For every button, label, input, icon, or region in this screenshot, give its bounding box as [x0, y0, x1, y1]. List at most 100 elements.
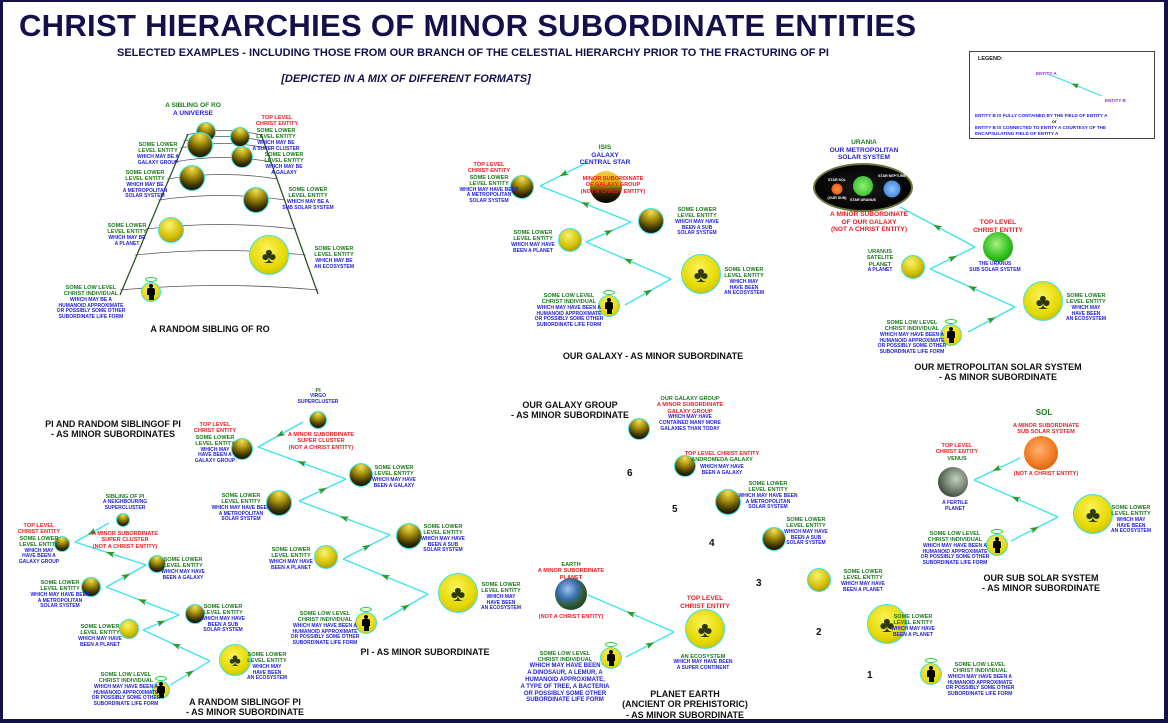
label-line: CHRIST INDIVIDUAL: [952, 668, 1008, 675]
label-line: A METROPOLITAN: [466, 192, 512, 199]
label-line: WHICH MAY BE: [257, 139, 295, 146]
label-line: (NOT A CHRIST ENTITY): [580, 188, 646, 195]
label-line: SOME LOW LEVEL: [299, 611, 351, 617]
arrow-icon: [185, 670, 195, 678]
label-line: SOME LOW LEVEL: [543, 293, 595, 299]
person-icon: [147, 284, 155, 300]
arrow-icon: [317, 487, 328, 495]
halo-icon: [360, 607, 372, 612]
ecosystem-sphere-icon: ♣: [219, 644, 251, 676]
section-caption: PLANET EARTH(ANCIENT OR PREHISTORIC)- AS…: [622, 689, 748, 719]
label-line: BEEN A PLANET: [893, 631, 933, 638]
label-line: (ANCIENT OR PREHISTORIC): [622, 699, 748, 710]
label-line: SOME LOWER: [256, 128, 296, 134]
label-line: WHICH MAY HAVE BEEN: [459, 186, 519, 193]
label-line: AN ECOSYSTEM: [246, 675, 288, 682]
halo-icon: [991, 529, 1003, 534]
arrow-icon: [967, 285, 978, 293]
label-line: LEVEL ENTITY: [264, 158, 304, 165]
label-line: OUR SUB SOLAR SYSTEM: [983, 573, 1099, 583]
earth-sphere-icon: [555, 578, 587, 610]
gold-sphere-icon: [807, 568, 831, 592]
label-line: HUMANOID APPROXIMATE: [536, 310, 602, 317]
dark-sphere-icon: [638, 208, 664, 234]
person-sphere-icon: [600, 642, 622, 669]
dark-sphere-icon: [116, 513, 130, 527]
label-line: GALAXY GROUP: [137, 159, 179, 166]
label-line: OR POSSIBLY SOME OTHER: [56, 308, 126, 315]
label-line: HUMANOID APPROXIMATE: [922, 548, 988, 555]
hierarchy-level-number: 5: [672, 504, 678, 515]
label-line: - AS MINOR SUBORDINATE: [982, 583, 1100, 594]
hierarchy-level-arc: [167, 174, 278, 180]
label-line: WHICH MAY HAVE: [161, 568, 205, 575]
label-line: WHICH MAY HAVE: [78, 635, 122, 642]
plant-icon: ♣: [693, 261, 709, 287]
gold-sphere-icon: [314, 545, 338, 569]
gold-sphere-icon: [558, 228, 582, 252]
arrow-icon: [276, 429, 286, 437]
label-line: THE URANUS: [978, 261, 1012, 267]
dark-sphere-icon: [243, 187, 269, 213]
label-line: LEVEL ENTITY: [1066, 299, 1106, 306]
label-line: BEEN A SUB: [681, 224, 713, 231]
label-line: WHICH MAY: [252, 663, 282, 670]
label-line: A SIBLING OF RO: [165, 102, 221, 109]
label-line: SOME LOWER: [1111, 505, 1151, 511]
label-line: WHICH MAY BE: [315, 257, 353, 264]
label-line: PI - AS MINOR SUBORDINATE: [360, 647, 490, 657]
section-caption: OUR SUB SOLAR SYSTEM- AS MINOR SUBORDINA…: [982, 573, 1100, 594]
label-line: SUPERCLUSTER: [297, 399, 339, 406]
label-line: CHRIST ENTITY: [680, 602, 730, 610]
label-line: ISIS: [598, 144, 612, 151]
label-line: CHRIST ENTITY: [193, 428, 237, 435]
label-line: TOP LEVEL: [473, 162, 505, 168]
label-line: SOLAR SYSTEM: [677, 230, 717, 237]
dark-sphere-icon: [266, 490, 292, 516]
person-sphere-icon: [141, 277, 161, 302]
section-caption: OUR METROPOLITAN SOLAR SYSTEM- AS MINOR …: [914, 362, 1081, 383]
person-icon: [993, 537, 1001, 553]
label-line: SOME LOWER: [125, 170, 165, 176]
label-line: LEVEL ENTITY: [481, 588, 521, 595]
label-line: WHICH MAY: [200, 446, 230, 453]
dark-sphere-icon: [715, 489, 741, 515]
label-line: VIRGO: [309, 393, 327, 400]
label-line: LEVEL ENTITY: [1111, 511, 1151, 518]
label-line: BEEN A PLANET: [80, 641, 120, 648]
label-line: GALAXIES THAN TODAY: [660, 425, 720, 432]
arrow-icon: [339, 516, 350, 523]
label-line: SOME LOWER: [221, 493, 261, 499]
arrow-icon: [105, 551, 116, 558]
label-line: SOME LOW LEVEL: [929, 531, 981, 537]
arrow-icon: [580, 202, 591, 209]
person-sphere-icon: [920, 658, 942, 685]
label-line: WHICH MAY HAVE BEEN A: [923, 542, 987, 549]
label-line: LEVEL ENTITY: [271, 553, 311, 560]
label-line: A MINOR SUBORDINATE: [1012, 423, 1080, 429]
label-line: A MINOR SUBORDINATE: [91, 531, 159, 537]
label-line: TOP LEVEL: [261, 115, 293, 121]
entity-label: (NOT A CHRIST ENTITY): [1014, 471, 1079, 477]
label-line: SOME LOWER: [677, 207, 717, 213]
label-line: MINOR SUBORDINATE: [582, 176, 644, 182]
label-line: BEEN A SUB: [427, 541, 459, 548]
arrow-icon: [986, 317, 996, 325]
